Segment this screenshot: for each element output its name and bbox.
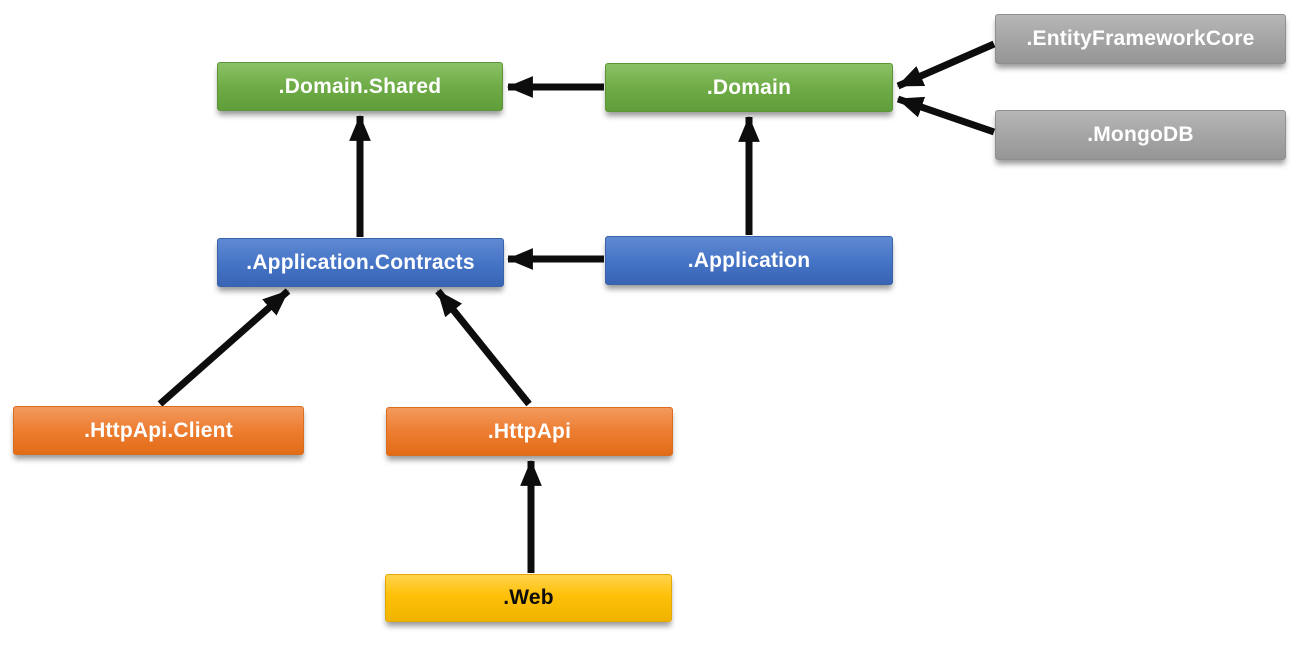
arrow-httpapi-to-application-contracts — [435, 288, 532, 407]
node-domain: .Domain — [605, 63, 893, 112]
node-application-contracts: .Application.Contracts — [217, 238, 504, 287]
node-domain-shared: .Domain.Shared — [217, 62, 503, 111]
node-entity-framework-core: .EntityFrameworkCore — [995, 14, 1286, 64]
arrow-httpapi-client-to-application-contracts — [157, 288, 291, 407]
arrow-mongodb-to-domain — [896, 95, 996, 136]
arrow-entity-framework-core-to-domain — [896, 40, 996, 90]
node-mongodb: .MongoDB — [995, 110, 1286, 160]
node-application: .Application — [605, 236, 893, 285]
node-httpapi-client: .HttpApi.Client — [13, 406, 304, 455]
node-web: .Web — [385, 574, 672, 622]
node-httpapi: .HttpApi — [386, 407, 673, 456]
